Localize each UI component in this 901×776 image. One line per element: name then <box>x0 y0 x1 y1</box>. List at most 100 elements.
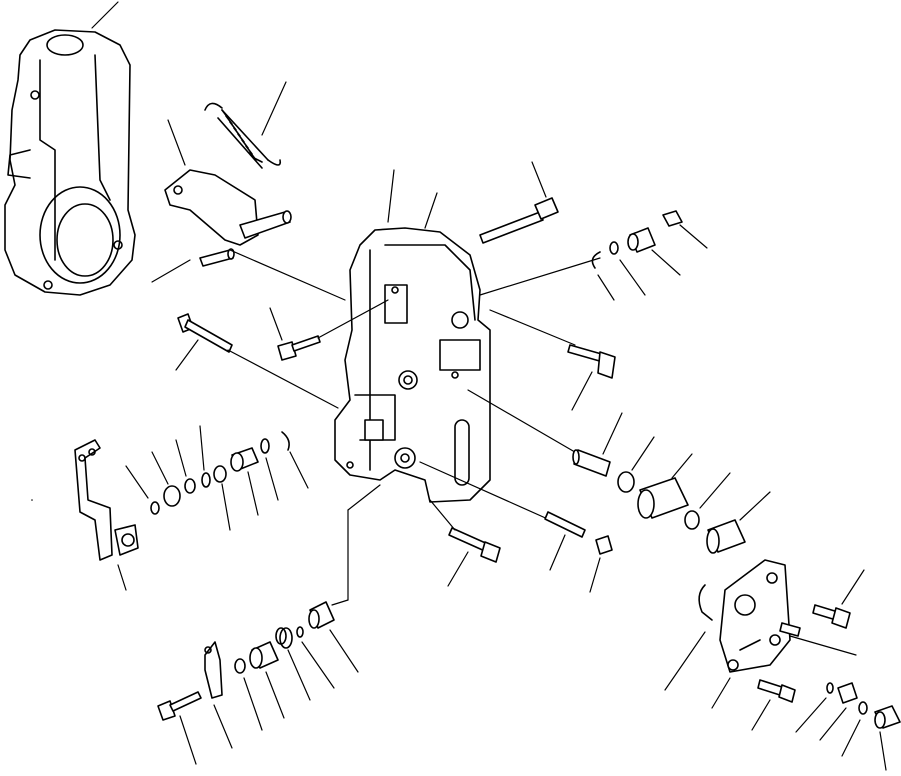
screw-part <box>277 335 321 361</box>
leader-line <box>841 569 865 605</box>
screw-part <box>757 679 796 703</box>
washer-part <box>617 471 635 493</box>
washer-part <box>234 658 246 674</box>
snap-ring-part <box>281 431 290 451</box>
spring-part <box>572 449 611 477</box>
leader-line <box>711 677 731 709</box>
leader-line <box>347 484 381 511</box>
leader-line <box>549 534 566 571</box>
shim-part <box>275 627 293 649</box>
washer-part <box>213 465 227 483</box>
leader-line <box>631 436 655 471</box>
cap-part <box>706 519 746 554</box>
leader-line <box>879 731 887 771</box>
leader-line <box>751 699 771 731</box>
leader-line <box>841 719 861 757</box>
cap-nut-part <box>874 705 901 729</box>
bolt-part <box>567 344 616 379</box>
leader-line <box>819 707 847 741</box>
leader-line <box>261 81 287 136</box>
plug-part <box>308 601 335 629</box>
leader-line <box>467 389 581 456</box>
washer-part <box>858 701 868 715</box>
leader-line <box>227 349 339 409</box>
bolt-part <box>812 604 851 629</box>
leader-line <box>243 677 263 731</box>
washer-part <box>826 682 834 694</box>
leader-line <box>221 483 231 531</box>
leader-line <box>175 339 199 371</box>
washer-part <box>609 241 619 255</box>
leader-line <box>419 461 551 521</box>
tension-spring-part <box>204 102 282 169</box>
stray-mark <box>31 499 33 501</box>
leader-line <box>447 551 469 587</box>
leader-line <box>213 704 233 749</box>
nut-part <box>595 535 613 555</box>
bushing-part <box>163 485 181 507</box>
governor-lever-part <box>164 169 292 267</box>
leader-line <box>229 249 346 301</box>
leader-line <box>664 631 706 691</box>
bushing-part <box>627 227 656 253</box>
leader-line <box>671 453 693 479</box>
leader-line <box>699 472 731 509</box>
governor-cover-part <box>334 227 491 503</box>
leader-line <box>489 309 576 346</box>
leader-line <box>424 192 438 229</box>
leader-line <box>125 465 149 499</box>
bolt-part <box>177 313 233 353</box>
washer-part <box>684 510 700 530</box>
leader-line <box>317 299 389 339</box>
bushing-part <box>249 641 279 669</box>
leader-line <box>571 371 593 411</box>
leader-line <box>117 564 127 591</box>
leader-line <box>589 557 601 593</box>
leader-line <box>151 451 169 485</box>
leader-line <box>331 599 349 606</box>
stud-part <box>779 622 801 637</box>
leader-line <box>795 697 827 733</box>
leader-line <box>531 161 547 198</box>
washer-part <box>184 478 196 494</box>
washer-part <box>296 626 304 638</box>
leader-line <box>167 119 186 166</box>
leader-line <box>479 257 601 296</box>
leader-line <box>151 259 191 283</box>
leader-line <box>175 439 187 477</box>
leader-line <box>329 629 359 673</box>
leader-line <box>789 635 857 656</box>
washer-part <box>260 438 270 454</box>
leader-line <box>269 307 283 341</box>
stud-part <box>544 511 586 538</box>
leader-line <box>651 249 681 276</box>
leader-line <box>265 671 285 719</box>
nut-part <box>662 210 683 227</box>
bracket-part <box>204 641 223 699</box>
nut-part <box>837 682 858 704</box>
bolt-part <box>448 527 501 563</box>
leader-line <box>199 425 205 471</box>
cover-plate-part <box>698 559 791 673</box>
lever-bracket-part <box>74 439 139 561</box>
bolt-part <box>157 691 202 721</box>
leader-line <box>179 715 197 765</box>
bushing-part <box>230 447 259 472</box>
leader-line <box>387 169 395 223</box>
leader-line <box>265 457 279 501</box>
leader-line <box>619 259 646 296</box>
leader-line <box>429 499 456 531</box>
washer-part <box>150 501 160 515</box>
leader-line <box>602 412 623 455</box>
leader-line <box>739 491 771 521</box>
sleeve-part <box>637 477 689 519</box>
leader-line <box>301 641 335 689</box>
leader-line <box>597 274 615 301</box>
leader-line <box>247 471 259 516</box>
leader-line <box>91 1 119 29</box>
leader-line <box>289 451 309 489</box>
leader-line <box>287 649 311 701</box>
long-bolt-part <box>479 197 559 244</box>
pump-housing-part <box>4 29 136 296</box>
